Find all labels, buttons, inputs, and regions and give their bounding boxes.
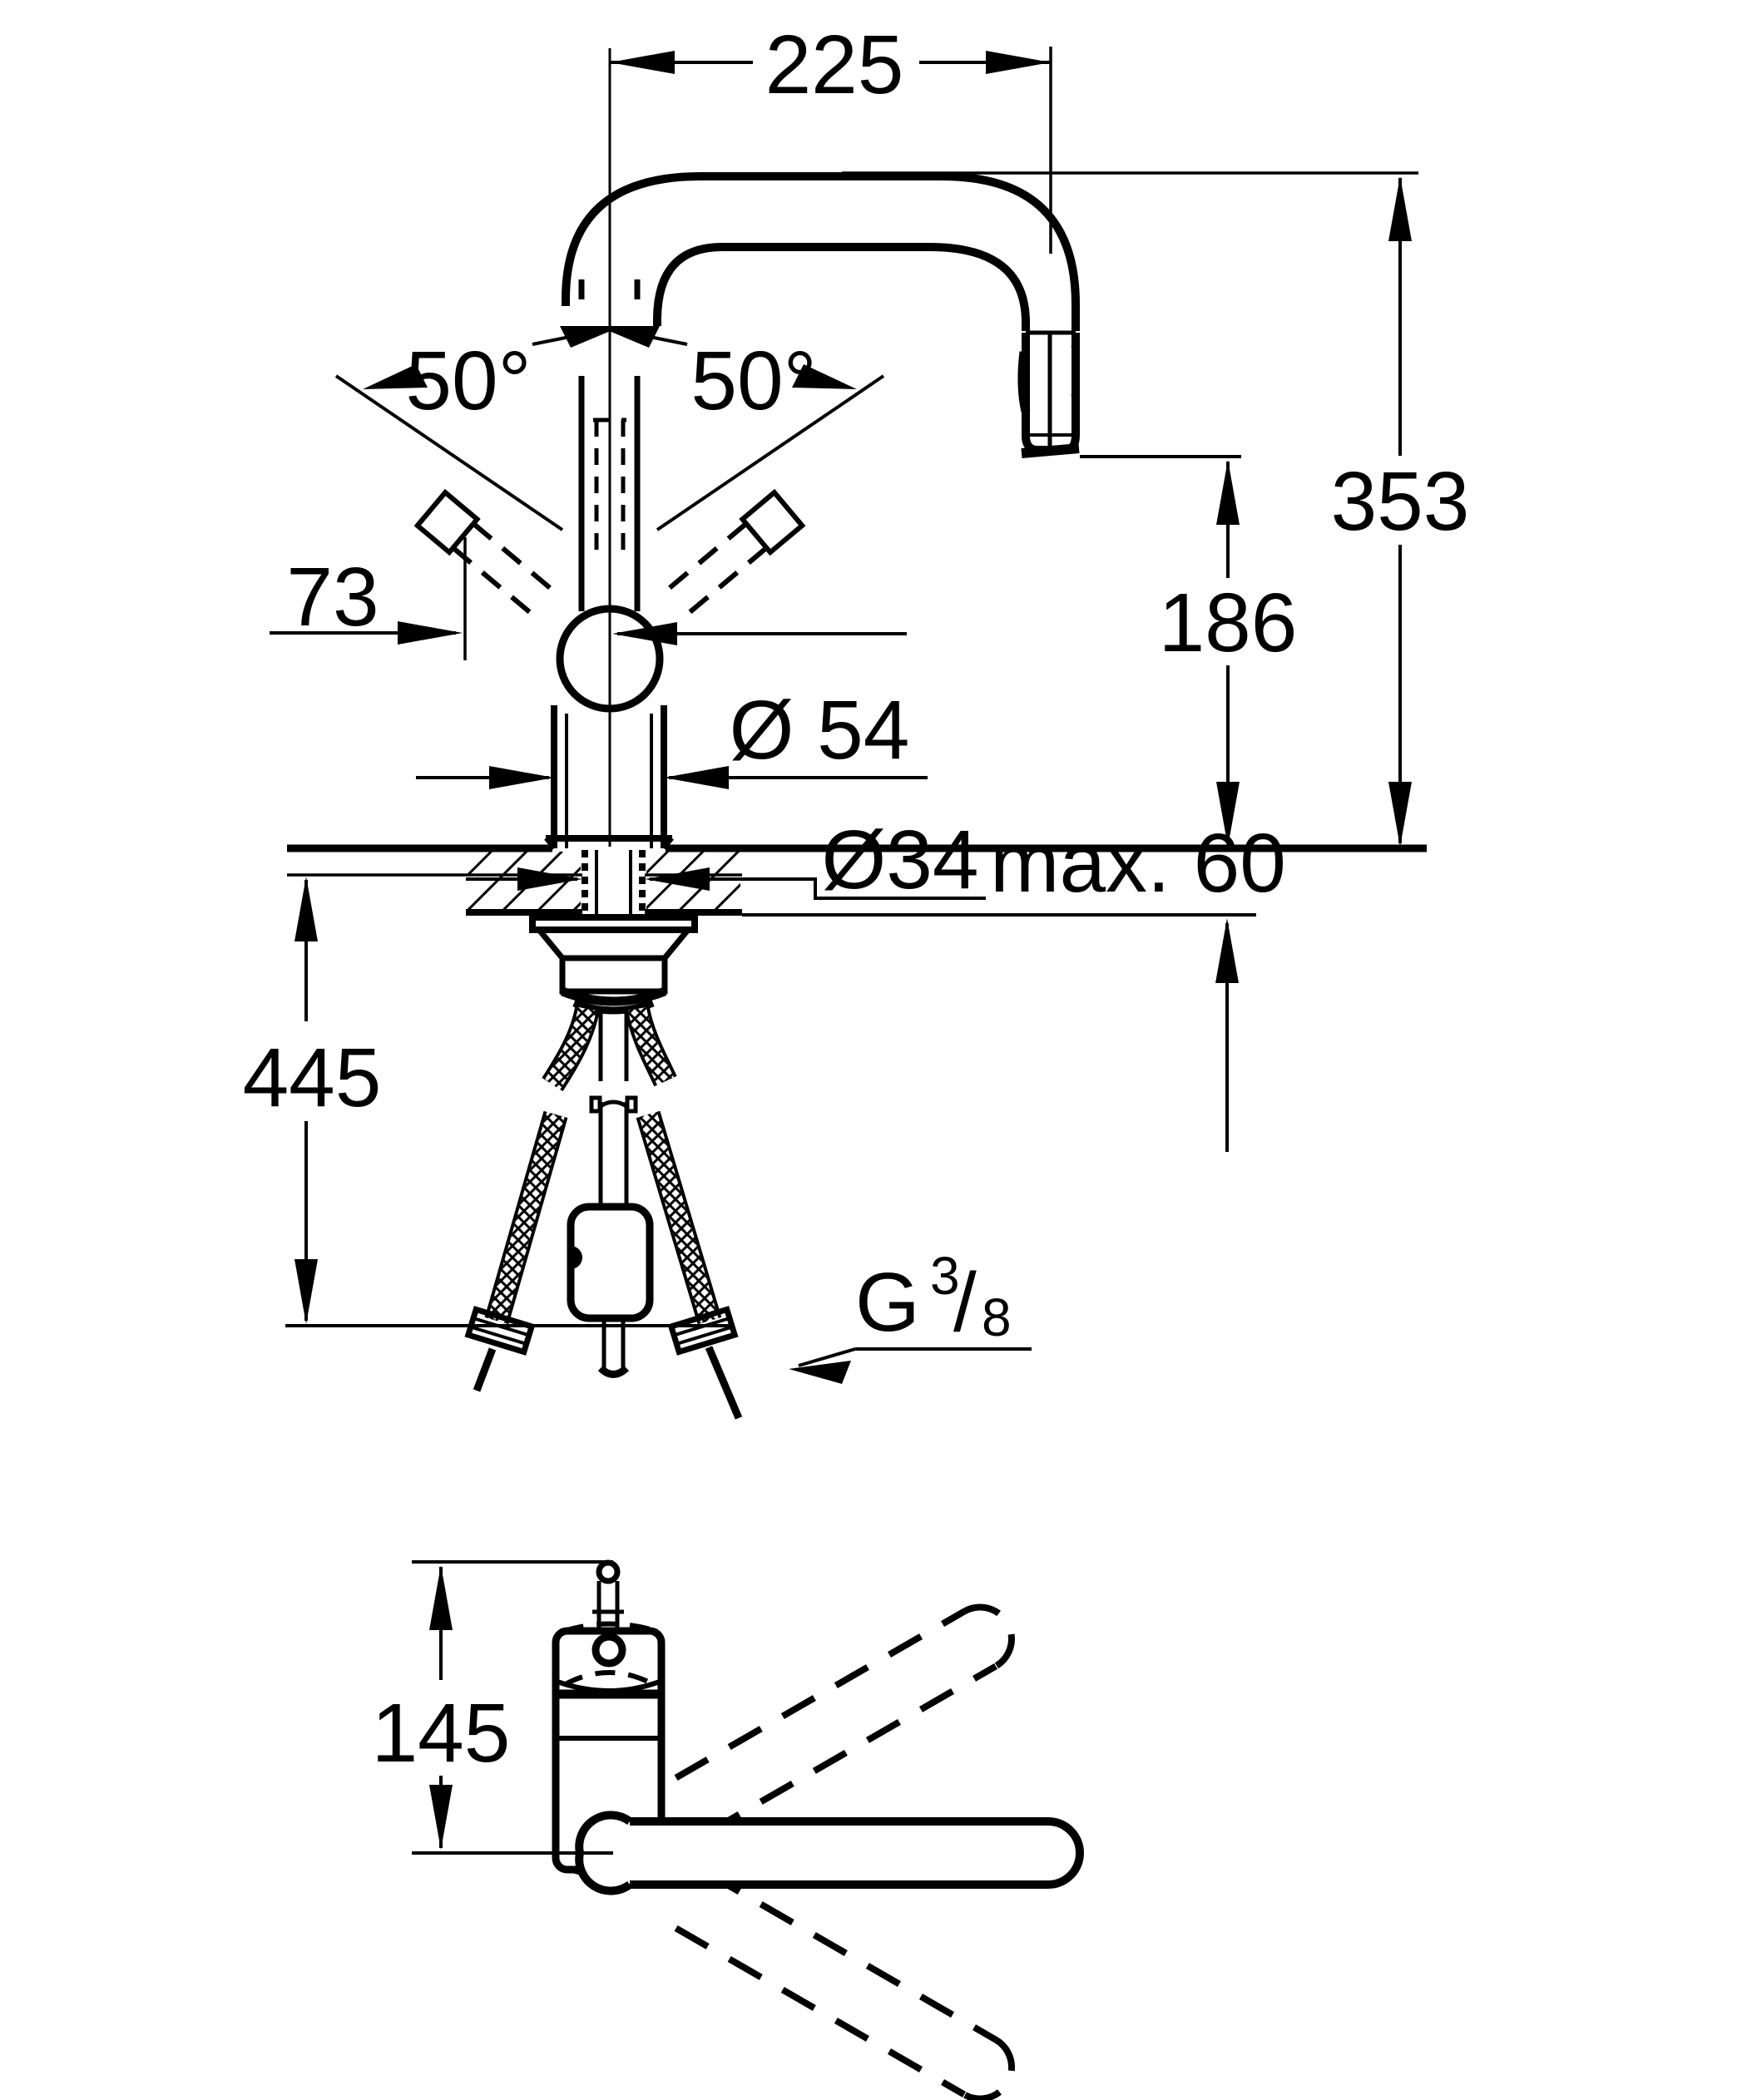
dim-34-label: Ø34 [821,813,978,907]
g38-denominator: 8 [982,1287,1012,1347]
dim-50-right: 50° [597,326,885,531]
dim-225: 225 [610,18,1052,254]
dim-353-label: 353 [1331,455,1470,548]
dim-max60-label: max. 60 [990,817,1286,910]
dim-g38: G 3 / 8 [789,1246,1032,1384]
plan-spout-solid [575,1811,1084,1895]
dim-73: 73 [270,537,907,660]
dim-186-label: 186 [1159,576,1298,670]
dim-max60: max. 60 [990,817,1286,1152]
dim-34: Ø34 [466,813,986,907]
pullout-spray-head [1017,330,1080,458]
dim-54-label: Ø 54 [730,684,910,777]
g38-prefix: G [855,1256,920,1349]
plan-spout-dashed-down [674,1870,1015,2100]
g38-tailpipe [705,1346,743,1420]
plan-view: 145 [362,1559,1084,2100]
mounting-hardware [529,914,698,1015]
dim-50-left: 50° [334,326,622,531]
dim-54: Ø 54 [416,684,928,789]
supply-hoses [464,1006,743,1420]
dim-353: 353 [842,171,1470,847]
plan-spout-dashed-up [674,1603,1015,1836]
dim-445-label: 445 [243,1031,382,1124]
lever-shaft [578,279,641,611]
g38-slash: / [953,1256,977,1349]
dim-186: 186 [1080,455,1298,847]
weight-notch [571,1246,582,1269]
neck [544,705,674,850]
dim-225-label: 225 [765,18,904,111]
dim-145: 145 [362,1560,613,1855]
spray-mouth-line [1021,443,1080,458]
handle-tilted-right [668,488,806,615]
dim-50-left-label: 50° [405,334,531,427]
cartridge-hidden-lines [593,418,626,556]
front-view: 225 50° 50° 73 Ø 54 [243,18,1470,1420]
threaded-shank [582,850,646,920]
dim-445: 445 [243,877,730,1327]
g38-numerator: 3 [930,1246,960,1306]
dim-73-label: 73 [286,551,379,644]
u-spout [562,172,1080,331]
dim-145-label: 145 [372,1687,511,1780]
